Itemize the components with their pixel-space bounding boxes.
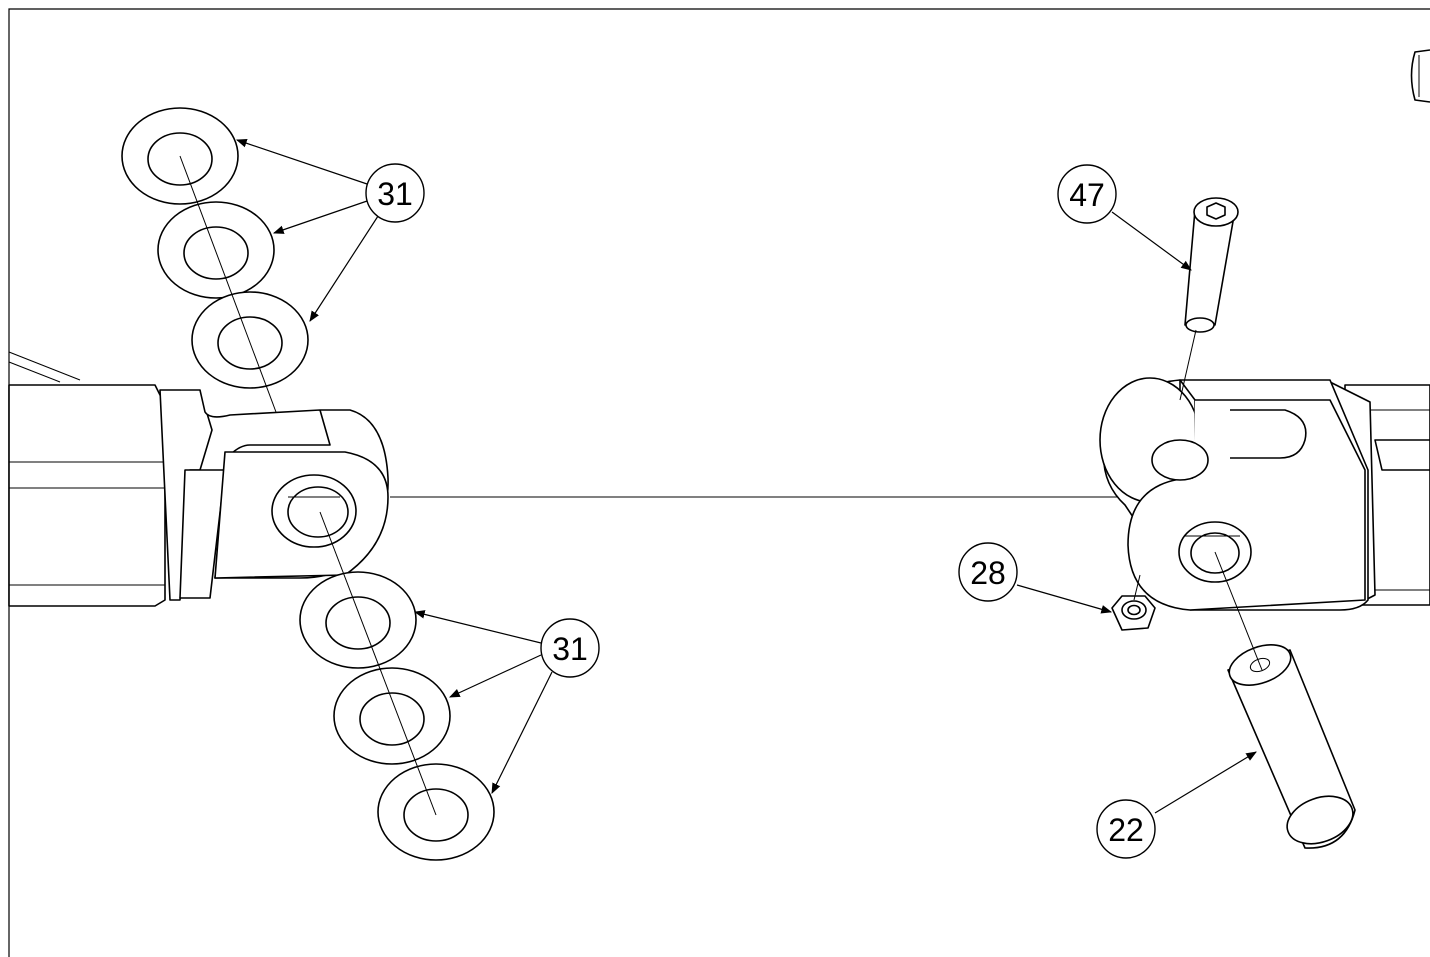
callout-label: 31 [377,176,413,212]
washer-3 [191,291,309,389]
callout-label: 28 [970,555,1006,591]
callout-label: 47 [1069,177,1105,213]
callout-balloon-31-upper: 31 [365,163,425,223]
callout-balloon-31-lower: 31 [540,618,600,678]
cap-screw [1179,197,1239,401]
hex-nut-partial [1410,49,1430,103]
callout-balloon-28: 28 [958,542,1018,602]
callout-balloon-22: 22 [1096,799,1156,859]
washer-4 [299,571,417,669]
upper-washer-stack [121,107,309,413]
lower-washer-stack [299,511,495,861]
washer-5 [333,667,451,765]
callout-label: 22 [1108,812,1144,848]
callout-balloon-47: 47 [1057,164,1117,224]
left-arm [8,351,389,607]
lock-nut [1111,574,1156,631]
drawing-frame [8,8,1430,957]
clevis-pin [1214,551,1356,849]
callout-label: 31 [552,631,588,667]
right-arm [1099,377,1430,611]
washer-6 [377,763,495,861]
washer-2 [157,201,275,299]
leader-lines [235,139,1257,814]
